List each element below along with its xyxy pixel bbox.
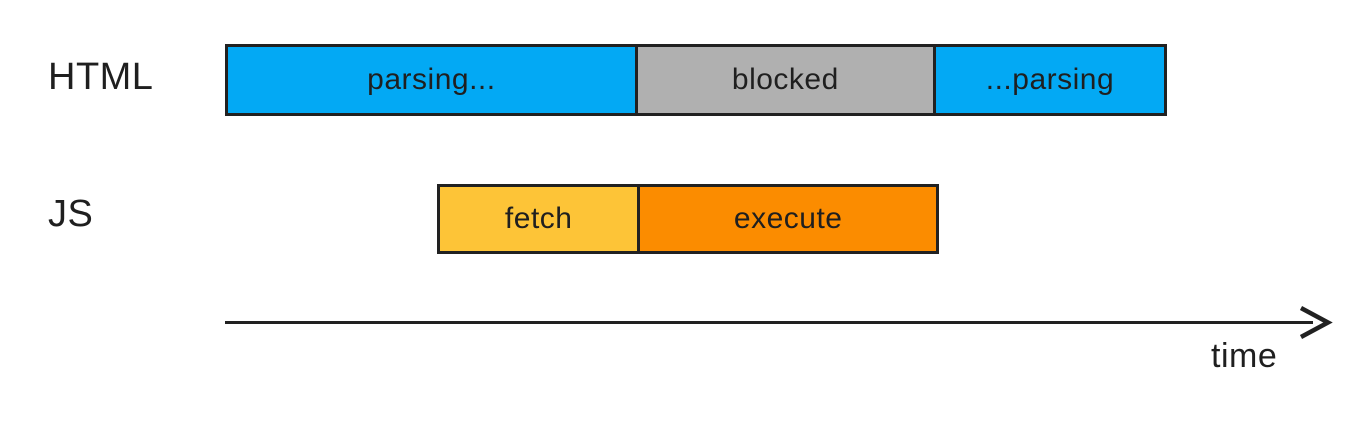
segment-execute: execute: [637, 187, 936, 251]
segment-blocked: blocked: [634, 47, 933, 113]
time-axis-label: time: [1211, 337, 1278, 375]
js-timeline-bar: fetch execute: [437, 184, 939, 254]
time-axis-line: [225, 321, 1313, 324]
row-label-js: JS: [48, 193, 94, 235]
segment-parsing-start: parsing...: [228, 47, 635, 113]
row-label-html: HTML: [48, 56, 154, 98]
arrow-right-icon: [1299, 306, 1333, 339]
segment-parsing-resume: ...parsing: [932, 47, 1164, 113]
html-timeline-bar: parsing... blocked ...parsing: [225, 44, 1167, 116]
segment-fetch: fetch: [440, 187, 638, 251]
